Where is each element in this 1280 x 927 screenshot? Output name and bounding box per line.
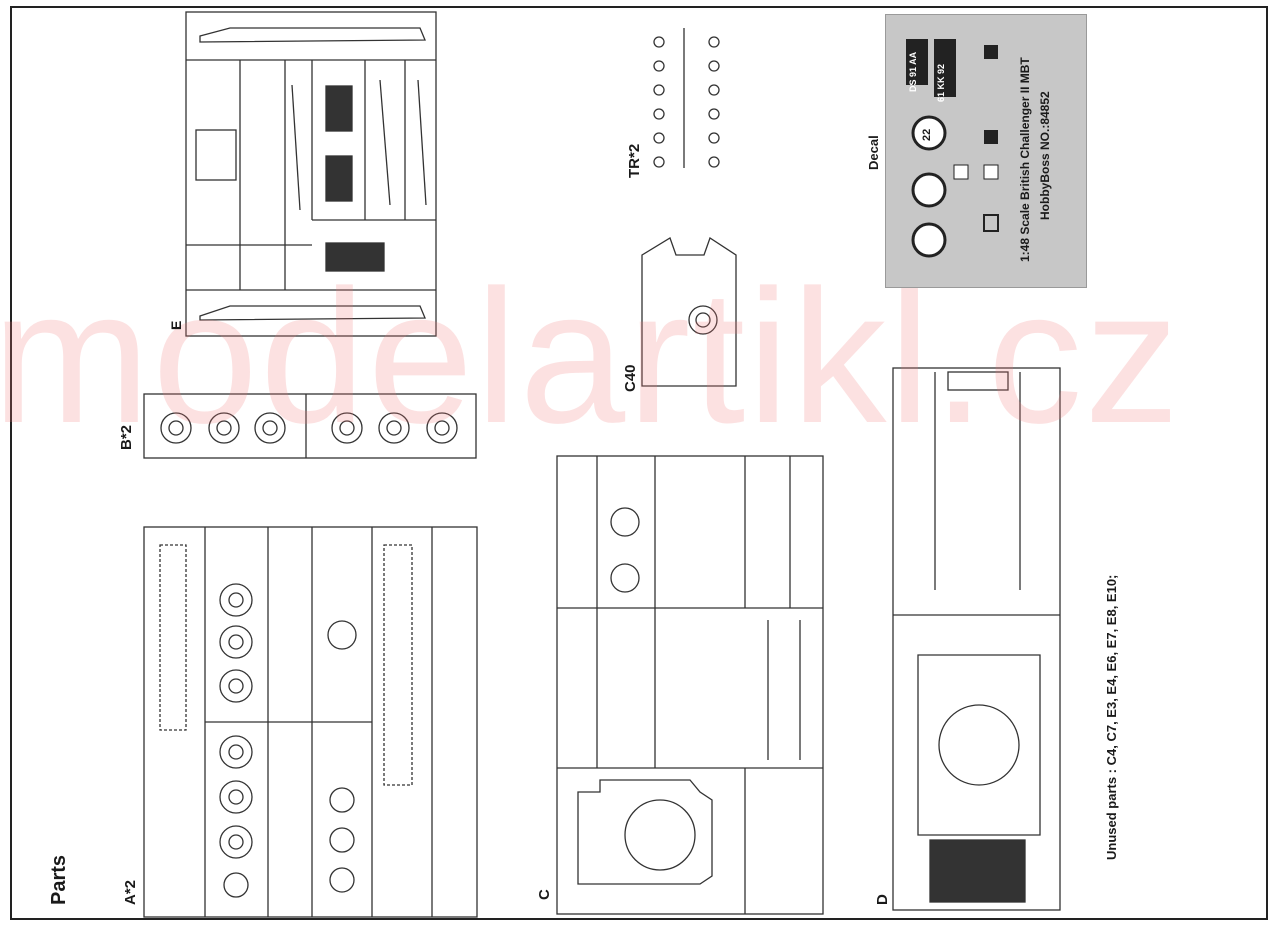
part-c40 (641, 237, 737, 387)
sprue-b-label: B*2 (118, 424, 135, 450)
sprue-tr (653, 28, 720, 168)
sprue-e-label: E (168, 320, 184, 330)
sprue-a-frame (143, 526, 478, 918)
sprue-a-label: A*2 (122, 879, 139, 905)
decal-plate-1: DS 91 AA (908, 51, 918, 92)
part-d-hull (892, 367, 1061, 911)
part-c40-label: C40 (622, 364, 639, 392)
unused-parts-note: Unused parts : C4, C7, E3, E4, E6, E7, E… (1104, 574, 1119, 860)
decal-line-1: 1:48 Scale British Challenger II MBT (1018, 57, 1032, 262)
page-title: Parts (48, 854, 70, 905)
sprue-b-frame (143, 393, 477, 459)
sprue-e-frame (185, 11, 437, 337)
decal-line-2: HobbyBoss NO.:84852 (1038, 91, 1052, 220)
decal-heading: Decal (866, 135, 881, 170)
decal-roundel-number: 22 (921, 128, 933, 141)
decal-sheet (885, 14, 1087, 288)
decal-graphics (906, 39, 999, 258)
sprue-c-label: C (536, 889, 553, 900)
sprue-tr-label: TR*2 (626, 143, 643, 178)
page-border (10, 6, 1268, 920)
part-d-label: D (874, 894, 891, 905)
decal-plate-2: 61 KK 92 (936, 63, 946, 102)
sprue-c-frame (556, 455, 824, 915)
